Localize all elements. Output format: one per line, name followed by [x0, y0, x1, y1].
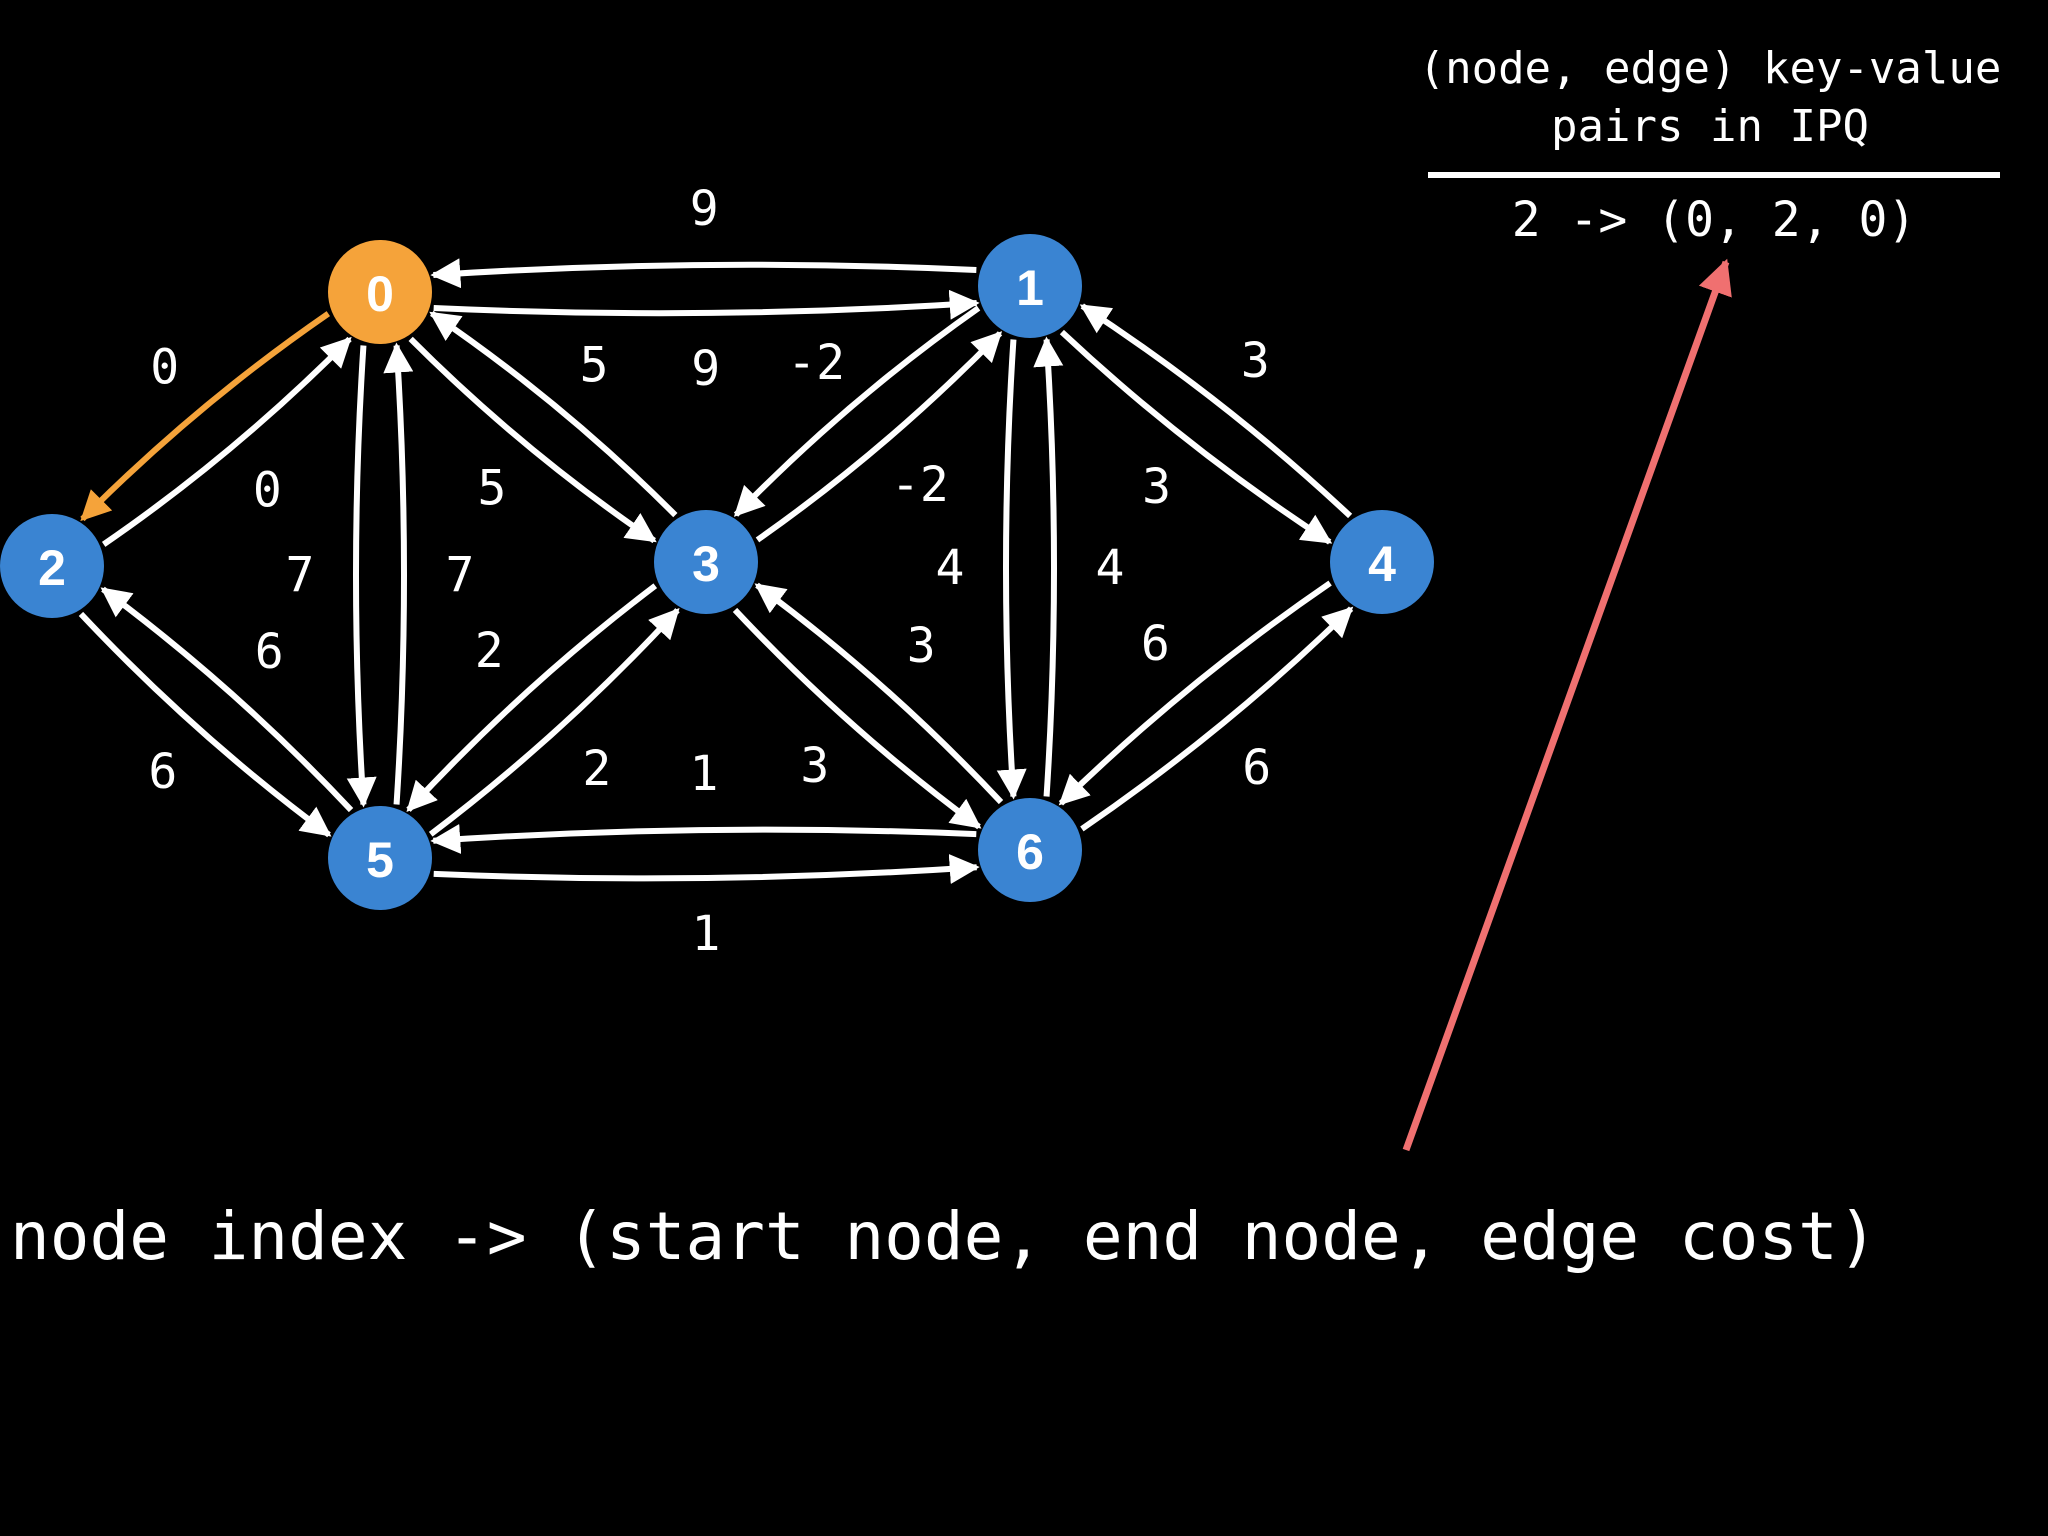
edge-weight-0-to-2: 0 — [150, 340, 179, 396]
edge-weight-5-to-3: 2 — [582, 741, 611, 797]
edge-1-to-4 — [1059, 329, 1333, 545]
edge-3-to-0 — [429, 310, 678, 518]
edge-weight-5-to-2: 6 — [255, 624, 284, 680]
edge-weight-0-to-5: 7 — [286, 547, 315, 603]
edge-3-to-5 — [406, 583, 658, 812]
node-3: 3 — [654, 510, 758, 614]
node-5: 5 — [328, 806, 432, 910]
edge-0-to-1 — [433, 289, 980, 320]
node-2-circle — [0, 514, 104, 618]
legend-format: node index -> (start node, end node, edg… — [10, 1198, 1878, 1275]
edge-weight-1-to-3: -2 — [787, 335, 845, 391]
node-3-circle — [654, 510, 758, 614]
edge-weight-4-to-1: 3 — [1241, 333, 1270, 389]
node-6: 6 — [978, 798, 1082, 902]
ipq-title: (node, edge) key-value pairs in IPQ — [1418, 43, 2002, 152]
edge-weight-1-to-6: 4 — [936, 540, 965, 596]
pointer-arrow — [1402, 258, 1732, 1152]
edge-0-to-3 — [408, 336, 657, 544]
edge-weight-5-to-6: 1 — [692, 906, 721, 962]
edge-weight-1-to-4: 3 — [1142, 459, 1171, 515]
edge-1-to-6 — [996, 339, 1027, 800]
node-0-label: 0 — [366, 266, 394, 322]
node-4-circle — [1330, 510, 1434, 614]
edge-2-to-0 — [101, 336, 352, 547]
edge-weight-0-to-3: 5 — [478, 461, 507, 517]
node-5-circle — [328, 806, 432, 910]
edge-4-to-1 — [1079, 303, 1353, 519]
ipq-divider — [1428, 172, 2000, 178]
node-4: 4 — [1330, 510, 1434, 614]
node-1-label: 1 — [1016, 260, 1044, 316]
edge-weight-1-to-0: 9 — [690, 181, 719, 237]
node-6-label: 6 — [1016, 824, 1044, 880]
node-3-label: 3 — [692, 536, 720, 592]
edge-0-to-5 — [346, 345, 377, 808]
edge-weight-3-to-1: -2 — [891, 457, 949, 513]
edge-6-to-3 — [754, 582, 1004, 805]
node-1: 1 — [978, 234, 1082, 338]
node-6-circle — [978, 798, 1082, 902]
edge-weight-3-to-5: 2 — [475, 623, 504, 679]
edge-6-to-5 — [430, 824, 977, 854]
node-0: 0 — [328, 240, 432, 344]
edge-weight-6-to-5: 1 — [690, 746, 719, 802]
node-1-circle — [978, 234, 1082, 338]
edge-weight-5-to-0: 7 — [446, 547, 475, 603]
node-0-circle — [328, 240, 432, 344]
node-2: 2 — [0, 514, 104, 618]
edge-weight-6-to-1: 4 — [1096, 540, 1125, 596]
edge-5-to-3 — [428, 608, 680, 837]
edge-0-to-2 — [80, 311, 331, 522]
edge-1-to-3 — [733, 305, 981, 517]
edge-weight-3-to-0: 5 — [580, 337, 609, 393]
edge-weight-0-to-1: 9 — [691, 341, 720, 397]
edge-weight-2-to-5: 6 — [148, 744, 177, 800]
edge-3-to-1 — [755, 331, 1003, 543]
edge-5-to-2 — [100, 586, 354, 813]
edge-2-to-5 — [78, 611, 332, 838]
ipq-entry: 2 -> (0, 2, 0) — [1511, 192, 1917, 248]
edge-5-to-6 — [433, 854, 980, 884]
edge-6-to-1 — [1033, 336, 1064, 797]
edge-3-to-6 — [732, 607, 982, 830]
node-5-label: 5 — [366, 832, 394, 888]
edge-weight-3-to-6: 3 — [800, 738, 829, 794]
node-4-label: 4 — [1368, 536, 1396, 592]
edge-weight-4-to-6: 6 — [1141, 616, 1170, 672]
edge-weight-6-to-3: 3 — [907, 618, 936, 674]
node-2-label: 2 — [38, 540, 66, 596]
edge-5-to-0 — [383, 342, 414, 805]
edge-6-to-4 — [1080, 606, 1354, 832]
edge-weight-6-to-4: 6 — [1242, 740, 1271, 796]
edge-4-to-6 — [1058, 580, 1332, 806]
edge-weight-2-to-0: 0 — [253, 462, 282, 518]
edge-1-to-0 — [430, 258, 977, 289]
